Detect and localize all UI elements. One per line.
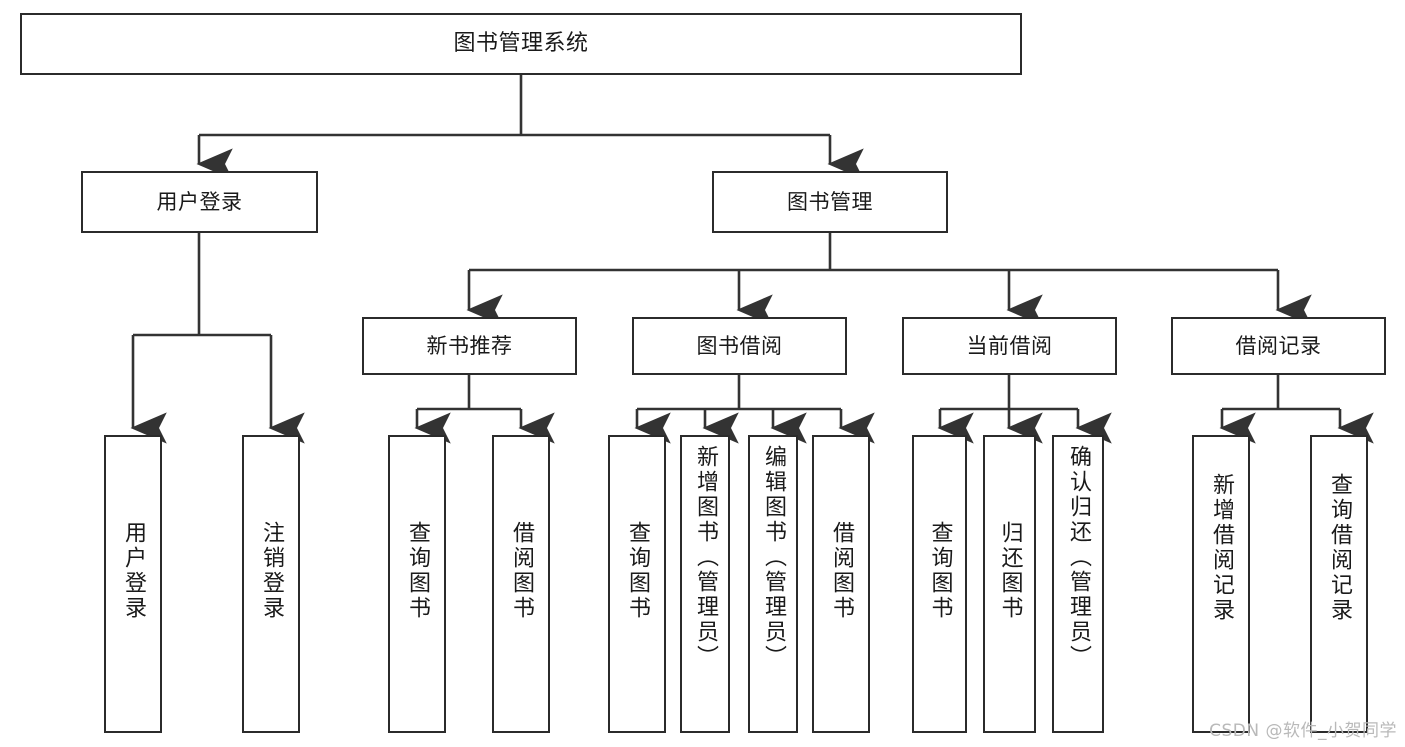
leaf-borrow-book-2[interactable]: 借阅图书 xyxy=(812,435,870,733)
leaf-return-book[interactable]: 归还图书 xyxy=(983,435,1036,733)
node-user-login[interactable]: 用户登录 xyxy=(81,171,318,233)
leaf-user-login[interactable]: 用户登录 xyxy=(104,435,162,733)
node-borrow-record[interactable]: 借阅记录 xyxy=(1171,317,1386,375)
leaf-edit-book[interactable]: 编辑图书（管理员） xyxy=(748,435,798,733)
leaf-add-book[interactable]: 新增图书（管理员） xyxy=(680,435,730,733)
node-borrow-record-label: 借阅记录 xyxy=(1235,333,1322,358)
leaf-query-book-2[interactable]: 查询图书 xyxy=(608,435,666,733)
node-book-manage-label: 图书管理 xyxy=(787,189,873,214)
leaf-add-record[interactable]: 新增借阅记录 xyxy=(1192,435,1250,733)
leaf-confirm-return-label: 确认归还（管理员） xyxy=(1066,445,1091,670)
leaf-confirm-return[interactable]: 确认归还（管理员） xyxy=(1052,435,1104,733)
leaf-query-book-1-label: 查询图书 xyxy=(405,521,430,621)
leaf-borrow-book-1[interactable]: 借阅图书 xyxy=(492,435,550,733)
leaf-borrow-book-2-label: 借阅图书 xyxy=(829,521,854,621)
leaf-return-book-label: 归还图书 xyxy=(997,521,1023,621)
node-current-borrow-label: 当前借阅 xyxy=(966,333,1053,358)
node-new-book-rec-label: 新书推荐 xyxy=(426,333,513,358)
leaf-query-book-3[interactable]: 查询图书 xyxy=(912,435,967,733)
node-book-borrow-label: 图书借阅 xyxy=(696,333,783,358)
leaf-edit-book-label: 编辑图书（管理员） xyxy=(761,445,786,670)
leaf-borrow-book-1-label: 借阅图书 xyxy=(509,521,534,621)
leaf-add-book-label: 新增图书（管理员） xyxy=(693,445,718,670)
leaf-query-record[interactable]: 查询借阅记录 xyxy=(1310,435,1368,733)
node-book-manage[interactable]: 图书管理 xyxy=(712,171,948,233)
node-book-borrow[interactable]: 图书借阅 xyxy=(632,317,847,375)
node-root-label: 图书管理系统 xyxy=(453,31,589,57)
leaf-user-login-label: 用户登录 xyxy=(121,521,146,621)
leaf-add-record-label: 新增借阅记录 xyxy=(1209,473,1234,623)
leaf-logout[interactable]: 注销登录 xyxy=(242,435,300,733)
leaf-query-book-2-label: 查询图书 xyxy=(625,521,650,621)
node-user-login-label: 用户登录 xyxy=(156,189,243,214)
node-root[interactable]: 图书管理系统 xyxy=(20,13,1022,75)
leaf-query-book-3-label: 查询图书 xyxy=(927,521,953,621)
leaf-query-book-1[interactable]: 查询图书 xyxy=(388,435,446,733)
leaf-logout-label: 注销登录 xyxy=(259,521,284,621)
leaf-query-record-label: 查询借阅记录 xyxy=(1327,473,1352,623)
node-new-book-rec[interactable]: 新书推荐 xyxy=(362,317,577,375)
node-current-borrow[interactable]: 当前借阅 xyxy=(902,317,1117,375)
watermark: CSDN @软件_小贺同学 xyxy=(1209,721,1397,741)
